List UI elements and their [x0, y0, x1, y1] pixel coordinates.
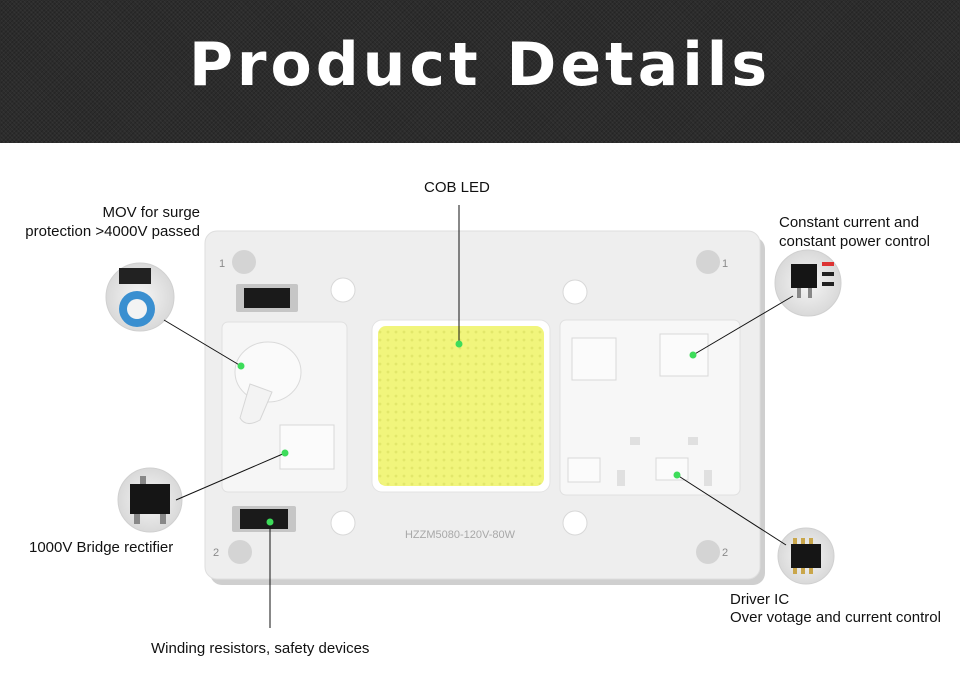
smd-pad [630, 437, 640, 445]
label-constant-line2: constant power control [779, 233, 930, 250]
through-hole [330, 510, 356, 536]
through-hole [330, 277, 356, 303]
smd-pad [688, 437, 698, 445]
model-number: HZZM5080-120V-80W [405, 529, 516, 541]
zoom-chip-lead [793, 538, 797, 544]
marker-dot [673, 471, 681, 479]
label-driver-line1: Driver IC [730, 591, 790, 608]
mount-hole [696, 540, 720, 564]
zoom-mov-center [127, 299, 147, 319]
zoom-chip-lead [140, 476, 146, 484]
corner-mark: 2 [722, 547, 728, 559]
marker-dot [281, 449, 289, 457]
mount-hole [232, 250, 256, 274]
label-driver-line2: Over votage and current control [730, 609, 941, 626]
driver-ic-pad [655, 457, 689, 481]
corner-mark: 1 [722, 258, 728, 270]
bridge-rectifier-pad [279, 424, 335, 470]
zoom-trace [822, 272, 834, 276]
through-hole [562, 279, 588, 305]
label-constant-line1: Constant current and [779, 214, 920, 231]
zoom-chip-lead [793, 568, 797, 574]
label-mov-line1: MOV for surge [102, 204, 200, 221]
leader-line-mov [163, 319, 242, 367]
leader-line-bridge [175, 452, 286, 501]
mov-lead [239, 383, 273, 424]
zoom-chip-lead [797, 288, 801, 298]
zoom-chip-lead [801, 538, 805, 544]
label-winding-resistors: Winding resistors, safety devices [151, 640, 370, 657]
corner-mark: 2 [213, 547, 219, 559]
zoom-chip-lead [809, 538, 813, 544]
smd-pad [571, 337, 617, 381]
zoom-chip-lead [134, 514, 140, 524]
label-cob-led: COB LED [424, 179, 490, 196]
mount-hole [228, 540, 252, 564]
marker-dot [455, 340, 463, 348]
zoom-bridge-chip [130, 484, 170, 514]
marker-dot [266, 518, 274, 526]
zoom-driver-chip [791, 544, 821, 568]
through-hole [562, 510, 588, 536]
zoom-chip-lead [801, 568, 805, 574]
zoom-chip-lead [160, 514, 166, 524]
zoom-chip-lead [808, 288, 812, 298]
zoom-trace [822, 262, 834, 266]
corner-mark: 1 [219, 258, 225, 270]
marker-dot [237, 362, 245, 370]
zoom-trace [822, 282, 834, 286]
zoom-diode-chip [119, 268, 151, 284]
constant-current-chip-pad [659, 333, 709, 377]
page-title: Product Details [188, 30, 772, 100]
marker-dot [689, 351, 697, 359]
mount-hole [696, 250, 720, 274]
cob-led [378, 326, 544, 486]
leader-line-driver [676, 474, 787, 546]
leader-line-constant [692, 295, 794, 356]
zoom-constant-current-chip [791, 264, 817, 288]
winding-resistor [240, 509, 288, 529]
smd-pad [567, 457, 601, 483]
label-bridge-rectifier: 1000V Bridge rectifier [29, 539, 174, 556]
label-mov-line2: protection >4000V passed [25, 223, 200, 240]
smd-pad [704, 470, 712, 486]
smd-pad [617, 470, 625, 486]
smd-diode [244, 288, 290, 308]
zoom-chip-lead [809, 568, 813, 574]
header-banner: Product Details [0, 0, 960, 143]
